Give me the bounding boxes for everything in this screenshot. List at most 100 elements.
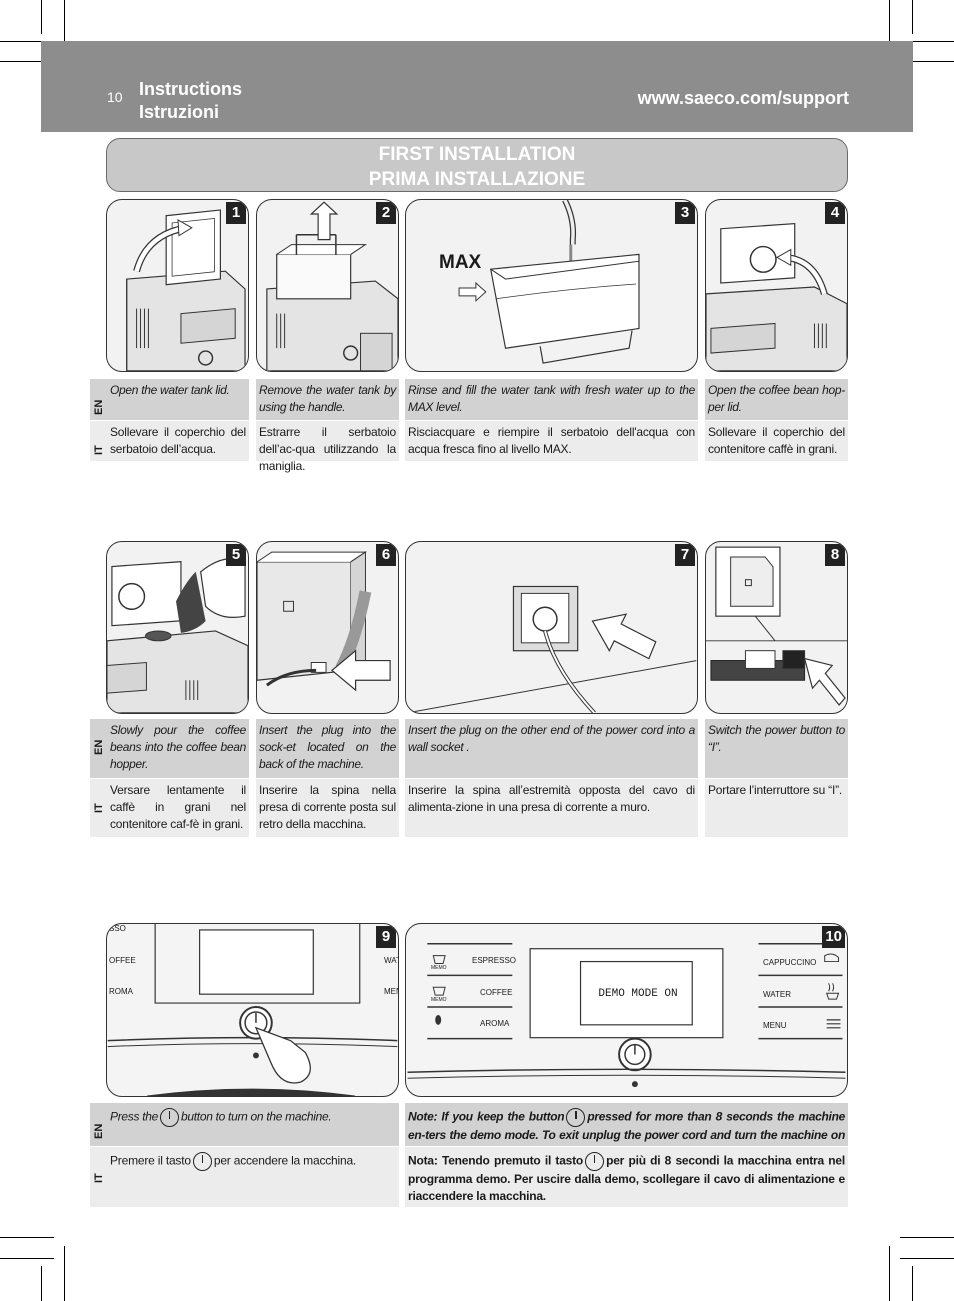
crop-mark — [0, 1258, 54, 1259]
step-10-illustration: DEMO MODE ON ESPRESSO COFFEE AROMA MEMO … — [405, 923, 848, 1097]
espresso-button-label: ESPRESSO — [472, 956, 517, 965]
step-number: 4 — [825, 202, 845, 224]
crop-mark — [900, 1258, 954, 1259]
power-icon — [192, 1152, 212, 1171]
cappuccino-button-label: CAPPUCCINO — [763, 958, 817, 967]
page-header: 10 Instructions Istruzioni www.saeco.com… — [41, 41, 913, 132]
lang-label-it: IT — [90, 1147, 107, 1207]
step-2-illustration: 2 — [256, 199, 399, 372]
pour-beans-drawing — [107, 558, 248, 713]
step-4-text-it: Sollevare il coperchio del contenitore c… — [705, 421, 848, 461]
step-6-illustration: 6 — [256, 541, 399, 714]
water-button-label: WATER — [763, 990, 791, 999]
crop-mark — [0, 1237, 54, 1238]
step-number: 8 — [825, 544, 845, 566]
crop-mark — [41, 1266, 42, 1301]
step-2-text-it: Estrarre il serbatoio dell’ac-qua utiliz… — [256, 421, 399, 473]
step-9-illustration: SSO OFFEE ROMA WAT MEN 9 — [106, 923, 399, 1097]
step-7-text-it: Inserire la spina all’estremità opposta … — [405, 779, 698, 837]
lang-label-en: EN — [90, 1103, 107, 1146]
panel-label-aroma-partial: ROMA — [109, 987, 133, 996]
step-6-text-en: Insert the plug into the sock-et located… — [256, 719, 399, 778]
machine-lid-open-drawing — [126, 209, 246, 371]
control-panel-drawing — [407, 943, 846, 1088]
step-7-illustration: 7 — [405, 541, 698, 714]
crop-mark — [912, 0, 913, 34]
banner-title-en: FIRST INSTALLATION — [378, 144, 576, 165]
plug-machine-drawing — [257, 551, 391, 692]
step-number: 9 — [376, 926, 396, 948]
lang-label-it: IT — [90, 421, 107, 461]
open-bean-lid-drawing — [706, 222, 847, 371]
panel-label-coffee-partial: OFFEE — [109, 956, 136, 965]
header-title: Instructions Istruzioni — [139, 78, 242, 124]
section-banner: FIRST INSTALLATION PRIMA INSTALLAZIONE — [106, 138, 848, 192]
page-number: 10 — [107, 89, 123, 105]
crop-mark — [64, 1246, 65, 1301]
header-title-en: Instructions — [139, 79, 243, 99]
step-5-illustration: 5 — [106, 541, 249, 714]
step-3-illustration: MAX 3 — [405, 199, 698, 372]
crop-mark — [912, 1266, 913, 1301]
crop-mark — [889, 0, 890, 54]
crop-mark — [41, 0, 42, 34]
step-4-illustration: 4 — [705, 199, 848, 372]
lang-label-en: EN — [90, 379, 107, 420]
panel-label-espresso-partial: SSO — [109, 924, 126, 933]
header-title-it: Istruzioni — [139, 102, 219, 122]
step-5-text-en: Slowly pour the coffee beans into the co… — [107, 719, 249, 778]
menu-button-label: MENU — [763, 1021, 787, 1030]
power-icon — [566, 1108, 586, 1127]
fill-tank-drawing — [458, 200, 640, 364]
step-5-text-it: Versare lentamente il caffè in grani nel… — [107, 779, 249, 837]
step-4-text-en: Open the coffee bean hop-per lid. — [705, 379, 848, 420]
step-number: 10 — [822, 926, 845, 948]
banner-title-it: PRIMA INSTALLAZIONE — [368, 169, 586, 190]
display-text: DEMO MODE ON — [598, 988, 678, 1000]
support-url[interactable]: www.saeco.com/support — [637, 88, 849, 108]
max-level-label: MAX — [439, 252, 482, 273]
remove-tank-drawing — [266, 201, 398, 371]
crop-mark — [900, 41, 954, 42]
step-1-text-it: Sollevare il coperchio del serbatoio del… — [107, 421, 249, 461]
step-8-illustration: 8 — [705, 541, 848, 714]
crop-mark — [889, 1246, 890, 1301]
step-number: 1 — [226, 202, 246, 224]
aroma-button-label: AROMA — [480, 1019, 510, 1028]
step-number: 6 — [376, 544, 396, 566]
memo-label: MEMO — [431, 965, 447, 971]
crop-mark — [900, 1237, 954, 1238]
lang-label-it: IT — [90, 779, 107, 837]
wall-socket-drawing — [406, 585, 697, 713]
step-number: 2 — [376, 202, 396, 224]
panel-label-water-partial: WAT — [384, 956, 398, 965]
power-switch-drawing — [706, 546, 847, 706]
step-1-text-en: Open the water tank lid. — [107, 379, 249, 420]
step-7-text-en: Insert the plug on the other end of the … — [405, 719, 698, 778]
crop-mark — [0, 41, 54, 42]
step-3-text-it: Risciacquare e riempire il serbatoio del… — [405, 421, 698, 461]
step-8-text-en: Switch the power button to “I”. — [705, 719, 848, 778]
crop-mark — [0, 61, 54, 62]
crop-mark — [900, 61, 954, 62]
step-1-illustration: 1 — [106, 199, 249, 372]
lang-label-en: EN — [90, 719, 107, 778]
step-6-text-it: Inserire la spina nella presa di corrent… — [256, 779, 399, 837]
memo-label: MEMO — [431, 997, 447, 1003]
power-icon — [585, 1152, 605, 1171]
step-2-text-en: Remove the water tank by using the handl… — [256, 379, 399, 420]
press-power-drawing — [107, 924, 398, 1096]
step-number: 3 — [675, 202, 695, 224]
step-3-text-en: Rinse and fill the water tank with fresh… — [405, 379, 698, 420]
step-8-text-it: Portare l’interruttore su “I”. — [705, 779, 848, 837]
step-number: 5 — [226, 544, 246, 566]
power-icon — [160, 1108, 179, 1127]
step-number: 7 — [675, 544, 695, 566]
coffee-button-label: COFFEE — [480, 988, 513, 997]
crop-mark — [64, 0, 65, 54]
panel-label-menu-partial: MEN — [384, 987, 398, 996]
